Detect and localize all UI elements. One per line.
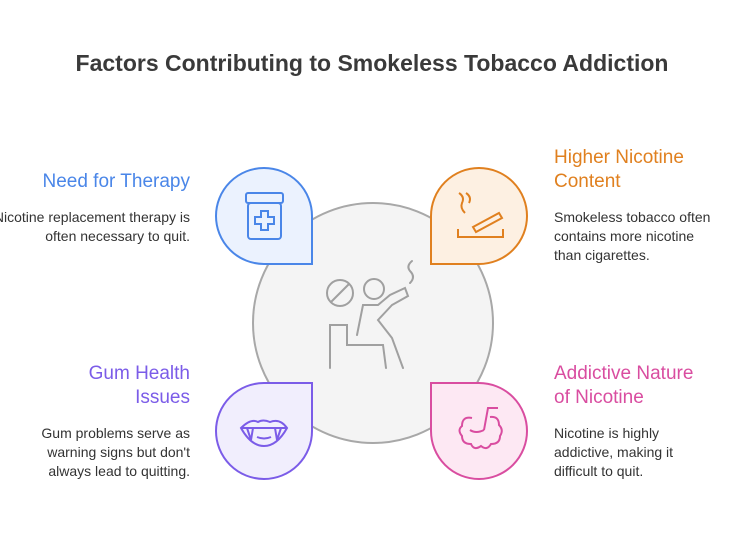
addiction-heading: Addictive Nature of Nicotine <box>554 363 694 408</box>
addiction-text: Nicotine is highly addictive, making it … <box>554 425 674 479</box>
nicotine-text: Smokeless tobacco often contains more ni… <box>554 209 711 263</box>
therapy-text: Nicotine replacement therapy is often ne… <box>0 209 190 244</box>
medicine-jar-icon <box>245 192 284 240</box>
brain-icon <box>458 407 503 450</box>
therapy-teardrop <box>215 167 313 265</box>
therapy-heading: Need for Therapy <box>42 171 190 192</box>
cigarette-icon <box>457 192 504 238</box>
page-title: Factors Contributing to Smokeless Tobacc… <box>75 50 669 76</box>
mouth-icon <box>239 419 289 448</box>
nicotine-heading: Higher Nicotine Content <box>554 147 684 192</box>
nicotine-teardrop <box>430 167 528 265</box>
gum-text: Gum problems serve as warning signs but … <box>41 425 190 479</box>
gum-heading: Gum Health Issues <box>88 363 190 408</box>
person-smoking-icon <box>326 260 414 369</box>
gum-teardrop <box>215 382 313 480</box>
